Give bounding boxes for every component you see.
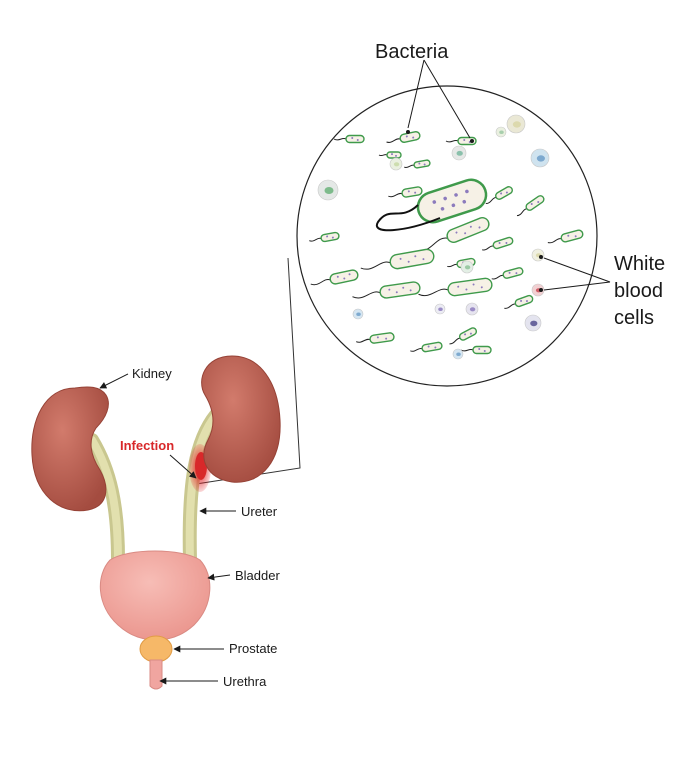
cell-nucleus (324, 187, 334, 194)
label-white-blood-cells-3: cells (614, 307, 654, 329)
label-bacteria: Bacteria (375, 41, 449, 63)
prostate (139, 635, 173, 663)
cell-nucleus (464, 265, 471, 270)
bacterium (491, 267, 524, 280)
bacterium (404, 159, 431, 169)
cell-nucleus (469, 307, 476, 312)
bacterium (410, 341, 443, 353)
bacterium (485, 186, 513, 205)
bacterium (310, 269, 359, 286)
blood-cells-layer (317, 114, 550, 360)
cell-nucleus (356, 312, 361, 316)
cell-nucleus (499, 130, 504, 134)
bacteria-layer (309, 131, 584, 355)
cell-nucleus (393, 162, 400, 167)
left-kidney (31, 386, 109, 512)
bacterium (481, 236, 514, 251)
cell-nucleus (512, 121, 521, 128)
label-bladder: Bladder (235, 568, 280, 583)
label-urethra: Urethra (223, 674, 267, 689)
pointer-arrows (99, 59, 611, 685)
bacterium (416, 178, 488, 224)
bacterium (504, 294, 534, 309)
label-ureter: Ureter (241, 504, 278, 519)
cell-nucleus (438, 307, 443, 311)
kidneys (31, 355, 281, 512)
bacterium (356, 332, 395, 344)
bacterium (415, 216, 490, 252)
bacterium (333, 134, 365, 144)
bacterium (378, 151, 402, 159)
label-kidney: Kidney (132, 366, 172, 381)
label-white-blood-cells-2: blood (614, 280, 663, 302)
bacterium (449, 327, 478, 345)
bladder (99, 550, 211, 641)
bacterium (388, 186, 423, 198)
label-white-blood-cells-1: White (614, 253, 665, 275)
cell-nucleus (530, 320, 538, 327)
cell-nucleus (536, 155, 545, 162)
bacterium (516, 195, 545, 217)
bacterium (418, 277, 493, 297)
right-kidney (201, 355, 281, 483)
label-prostate: Prostate (229, 641, 277, 656)
bacterium (460, 345, 492, 355)
magnified-view (296, 85, 598, 387)
cell-nucleus (456, 352, 461, 356)
ureters (85, 408, 223, 567)
bacterium (352, 281, 421, 299)
cell-nucleus (456, 150, 463, 156)
bacterium (309, 231, 340, 243)
bacterium (360, 248, 435, 270)
urethra (149, 659, 163, 690)
label-infection: Infection (120, 438, 174, 453)
flagellum (375, 204, 441, 232)
bacterium (547, 229, 584, 244)
